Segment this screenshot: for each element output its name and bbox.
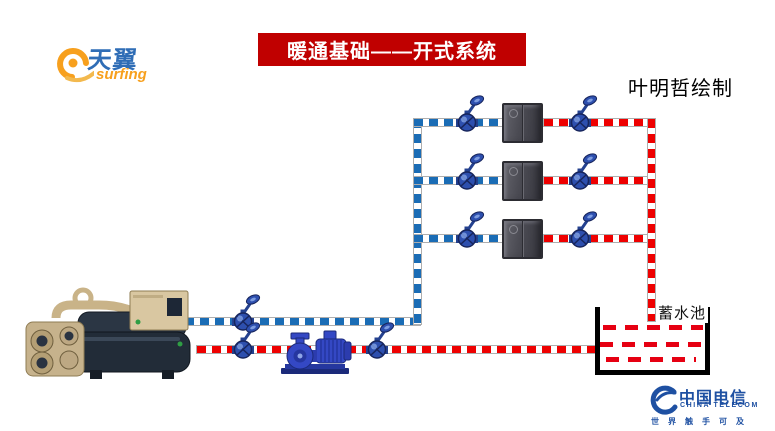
author-credit: 叶明哲绘制 xyxy=(628,78,733,100)
return-main-valve-1-icon xyxy=(230,320,262,362)
fan-coil-unit-2 xyxy=(502,161,543,201)
supply-riser-pipe xyxy=(413,118,422,325)
fcu3-supply-valve-icon xyxy=(454,209,486,251)
tank-water-line-2 xyxy=(600,342,703,347)
fan-coil-unit-3 xyxy=(502,219,543,259)
tank-wall-bottom xyxy=(595,370,710,375)
fan-coil-unit-1 xyxy=(502,103,543,143)
china-telecom-slogan: 世界触手可及 xyxy=(651,417,753,426)
fcu1-return-valve-icon xyxy=(567,93,599,135)
surfing-swirl-icon xyxy=(57,48,94,83)
china-telecom-icon xyxy=(650,385,678,415)
fcu3-return-valve-icon xyxy=(567,209,599,251)
return-main-valve-2-icon xyxy=(364,320,396,362)
tank-water-line-1 xyxy=(603,325,703,330)
chiller-icon xyxy=(25,287,191,379)
tank-label: 蓄水池 xyxy=(656,302,709,323)
surfing-logo-tagline: surfing xyxy=(96,66,147,83)
return-riser-pipe xyxy=(647,118,656,322)
china-telecom-name-en: CHINA TELECOM xyxy=(680,402,759,409)
page-title: 暖通基础——开式系统 xyxy=(287,41,497,63)
return-branch-1 xyxy=(543,118,656,127)
fcu2-supply-valve-icon xyxy=(454,151,486,193)
china-telecom-logo: 中国电信 CHINA TELECOM 世界触手可及 xyxy=(645,383,773,429)
tank-water-line-3 xyxy=(606,357,696,362)
tank-wall-right xyxy=(705,307,710,375)
title-banner: 暖通基础——开式系统 xyxy=(258,33,526,66)
fcu2-return-valve-icon xyxy=(567,151,599,193)
pump-icon xyxy=(281,330,352,374)
return-branch-3 xyxy=(543,234,656,243)
china-telecom-name: 中国电信 xyxy=(679,390,748,407)
tank-wall-left xyxy=(595,307,600,375)
return-branch-2 xyxy=(543,176,656,185)
surfing-logo: 天翼 surfing xyxy=(52,40,162,92)
fcu1-supply-valve-icon xyxy=(454,93,486,135)
